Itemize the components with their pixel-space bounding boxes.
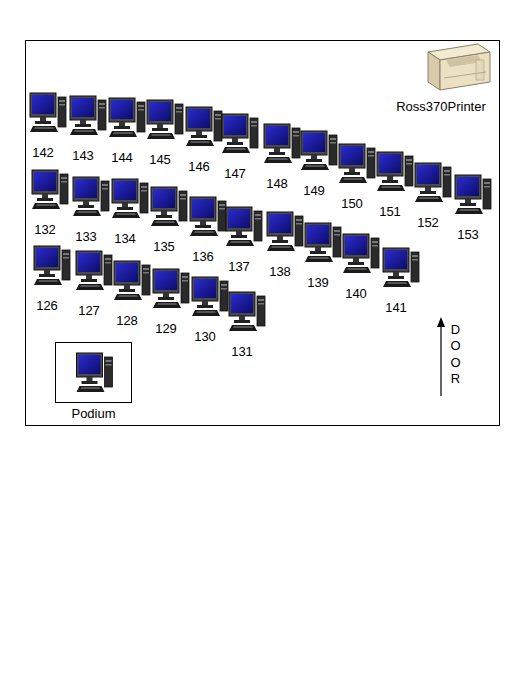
computer-icon	[222, 114, 258, 153]
station-number: 152	[417, 216, 439, 229]
computer-icon	[343, 234, 379, 273]
computer-icon	[226, 207, 262, 246]
computer-icon	[455, 175, 491, 214]
station-number: 137	[228, 260, 250, 273]
station-number: 131	[231, 345, 253, 358]
station-number: 151	[379, 205, 401, 218]
computer-icon	[186, 107, 222, 146]
computer-icon	[147, 100, 183, 139]
station-number: 136	[192, 250, 214, 263]
station-number: 143	[72, 149, 94, 162]
computer-icon	[267, 212, 303, 251]
computer-icon	[190, 197, 226, 236]
computer-icon	[70, 96, 106, 135]
station-number: 150	[341, 197, 363, 210]
computer-icon	[151, 187, 187, 226]
computer-icon	[73, 177, 109, 216]
computer-icon	[383, 248, 419, 287]
printer-label: Ross370Printer	[396, 100, 486, 113]
door-arrowhead	[437, 317, 445, 327]
station-number: 135	[153, 240, 175, 253]
station-number: 132	[34, 223, 56, 236]
computer-icon	[301, 131, 337, 170]
computer-icon	[192, 277, 228, 316]
station-number: 130	[194, 330, 216, 343]
station-number: 139	[307, 276, 329, 289]
computer-icon	[109, 98, 145, 137]
computer-icon	[76, 251, 112, 290]
computer-icon	[114, 261, 150, 300]
computer-icon	[112, 179, 148, 218]
computer-icon	[264, 124, 300, 163]
station-number: 140	[345, 287, 367, 300]
station-number: 138	[269, 265, 291, 278]
computer-icon	[34, 246, 70, 285]
computer-icon	[30, 93, 66, 132]
door-arrow	[440, 324, 441, 396]
computer-icon	[229, 292, 265, 331]
computer-icon	[377, 152, 413, 191]
station-number: 144	[111, 151, 133, 164]
station-number: 147	[224, 167, 246, 180]
station-number: 127	[78, 304, 100, 317]
station-number: 129	[155, 322, 177, 335]
station-number: 146	[188, 160, 210, 173]
computer-icon	[415, 163, 451, 202]
printer-icon	[428, 44, 490, 90]
station-number: 128	[116, 314, 138, 327]
station-number: 142	[32, 146, 54, 159]
computer-icon	[32, 170, 68, 209]
station-number: 148	[266, 177, 288, 190]
station-number: 133	[75, 230, 97, 243]
station-number: 141	[385, 301, 407, 314]
podium-label: Podium	[71, 407, 115, 420]
station-number: 134	[114, 232, 136, 245]
station-number: 145	[149, 153, 171, 166]
computer-icon	[153, 269, 189, 308]
computer-icons	[30, 93, 491, 392]
computer-icon	[77, 353, 113, 392]
computer-icon	[305, 223, 341, 262]
station-number: 149	[303, 184, 325, 197]
door-label: DOOR	[449, 322, 462, 387]
station-number: 126	[36, 299, 58, 312]
computer-icon	[339, 144, 375, 183]
podium-box: Podium	[55, 342, 132, 403]
station-number: 153	[457, 228, 479, 241]
